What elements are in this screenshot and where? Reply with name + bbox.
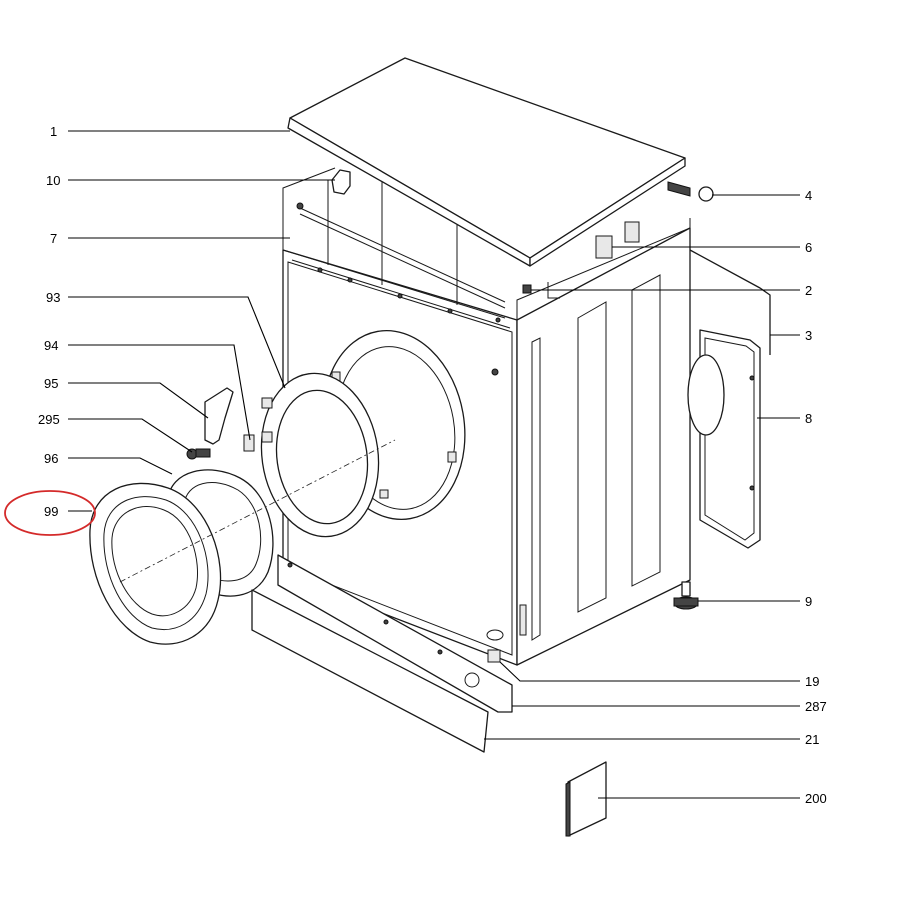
callout-label-287: 287 xyxy=(805,699,827,714)
callout-label-10: 10 xyxy=(46,173,60,188)
callout-label-2: 2 xyxy=(805,283,812,298)
rear-panel xyxy=(687,249,771,549)
callout-label-1: 1 xyxy=(50,124,57,139)
lower-panel-part-21 xyxy=(251,589,489,753)
door-inner-ring-part-93 xyxy=(260,372,380,538)
door-axis-line xyxy=(119,439,396,583)
callout-label-295: 295 xyxy=(38,412,60,427)
callout-label-7: 7 xyxy=(50,231,57,246)
highlight-circle-99 xyxy=(4,490,96,536)
callout-label-99: 99 xyxy=(44,504,58,519)
hinge-part-10 xyxy=(331,169,351,195)
callout-label-4: 4 xyxy=(805,188,812,203)
callout-label-96: 96 xyxy=(44,451,58,466)
foot-part-9 xyxy=(673,581,699,610)
callout-label-200: 200 xyxy=(805,791,827,806)
callout-label-19: 19 xyxy=(805,674,819,689)
hinge-bracket-part-94 xyxy=(243,434,255,452)
callout-label-3: 3 xyxy=(805,328,812,343)
screw-part-295 xyxy=(186,448,211,460)
screw-part-4 xyxy=(667,181,714,202)
clip-part-19 xyxy=(487,649,501,663)
callout-label-6: 6 xyxy=(805,240,812,255)
callout-label-95: 95 xyxy=(44,376,58,391)
manual-part-200 xyxy=(565,761,607,837)
callout-label-94: 94 xyxy=(44,338,58,353)
top-panel xyxy=(287,57,686,267)
callout-labels: 1 10 7 93 94 95 295 96 99 4 6 2 3 8 9 19… xyxy=(38,124,827,806)
callout-label-93: 93 xyxy=(46,290,60,305)
callout-label-8: 8 xyxy=(805,411,812,426)
door-outer-ring-part-99 xyxy=(89,482,222,645)
leader-lines xyxy=(68,130,800,799)
hinge-part-95 xyxy=(204,387,234,445)
bracket-part-287 xyxy=(277,554,513,713)
callout-label-21: 21 xyxy=(805,732,819,747)
callout-label-9: 9 xyxy=(805,594,812,609)
